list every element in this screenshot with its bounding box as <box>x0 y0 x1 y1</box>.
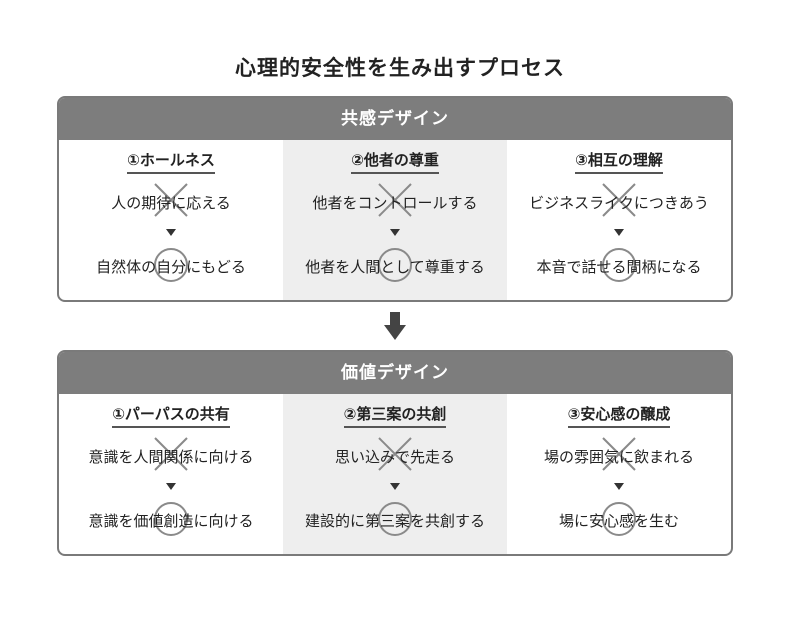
triangle-down-icon <box>390 229 400 236</box>
step-column-purpose: ①パーパスの共有 意識を人間関係に向ける 意識を価値創造に向ける <box>59 394 283 554</box>
after-text: 意識を価値創造に向ける <box>88 512 254 530</box>
empathy-design-panel: 共感デザイン ①ホールネス 人の期待に応える 自然体の自分にもどる ②他者の尊重… <box>57 96 733 302</box>
before-text: ビジネスライクにつきあう <box>529 194 709 212</box>
step-title: ③安心感の醸成 <box>567 403 671 428</box>
step-column-safety: ③安心感の醸成 場の雰囲気に飲まれる 場に安心感を生む <box>507 394 731 554</box>
page-title: 心理的安全性を生み出すプロセス <box>235 56 565 80</box>
circle-mark-icon <box>154 248 188 282</box>
cross-mark-icon <box>154 183 188 217</box>
circle-mark-icon <box>602 502 636 536</box>
after-text: 他者を人間として尊重する <box>305 258 485 276</box>
triangle-down-icon <box>166 483 176 490</box>
circle-mark-icon <box>154 502 188 536</box>
cross-mark-icon <box>602 437 636 471</box>
before-text: 場の雰囲気に飲まれる <box>543 448 694 466</box>
step-title: ②第三案の共創 <box>343 403 447 428</box>
value-design-panel: 価値デザイン ①パーパスの共有 意識を人間関係に向ける 意識を価値創造に向ける … <box>57 350 733 556</box>
triangle-down-icon <box>390 483 400 490</box>
before-text: 意識を人間関係に向ける <box>88 448 254 466</box>
after-text: 自然体の自分にもどる <box>96 258 246 276</box>
cross-mark-icon <box>154 437 188 471</box>
step-title: ②他者の尊重 <box>351 149 439 174</box>
step-column-respect: ②他者の尊重 他者をコントロールする 他者を人間として尊重する <box>283 140 507 300</box>
after-text: 場に安心感を生む <box>558 512 679 530</box>
before-text: 思い込みで先走る <box>334 448 455 466</box>
step-title: ①パーパスの共有 <box>112 403 230 428</box>
cross-mark-icon <box>602 183 636 217</box>
before-text: 他者をコントロールする <box>312 194 478 212</box>
circle-mark-icon <box>378 248 412 282</box>
before-text: 人の期待に応える <box>111 194 231 212</box>
step-column-wholeness: ①ホールネス 人の期待に応える 自然体の自分にもどる <box>59 140 283 300</box>
circle-mark-icon <box>378 502 412 536</box>
panel-header: 価値デザイン <box>59 352 731 394</box>
triangle-down-icon <box>614 483 624 490</box>
panel-header: 共感デザイン <box>59 98 731 140</box>
after-text: 建設的に第三案を共創する <box>304 512 485 530</box>
triangle-down-icon <box>166 229 176 236</box>
after-text: 本音で話せる間柄になる <box>536 258 702 276</box>
cross-mark-icon <box>378 183 412 217</box>
arrow-down-icon <box>384 312 406 340</box>
step-column-understanding: ③相互の理解 ビジネスライクにつきあう 本音で話せる間柄になる <box>507 140 731 300</box>
step-title: ①ホールネス <box>127 149 215 174</box>
step-column-third-option: ②第三案の共創 思い込みで先走る 建設的に第三案を共創する <box>283 394 507 554</box>
step-title: ③相互の理解 <box>575 149 663 174</box>
circle-mark-icon <box>602 248 636 282</box>
cross-mark-icon <box>378 437 412 471</box>
triangle-down-icon <box>614 229 624 236</box>
